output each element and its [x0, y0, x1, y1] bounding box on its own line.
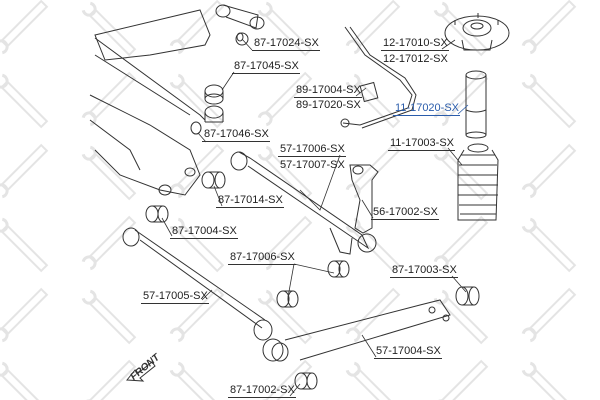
watermark-logo — [0, 143, 49, 199]
watermark-logo — [521, 0, 577, 55]
part-label-57-17005-SX[interactable]: 57-17005-SX — [141, 290, 209, 304]
part-label-87-17024-SX[interactable]: 87-17024-SX — [252, 37, 320, 51]
bushing-87-17002-drawing — [294, 372, 318, 390]
watermark-logo — [0, 287, 49, 343]
bushings-87-17006-drawing — [276, 260, 350, 308]
part-label-11-17003-SX[interactable]: 11-17003-SX — [388, 137, 456, 151]
watermark-logo — [257, 1, 313, 57]
part-label-89-17020-SX[interactable]: 89-17020-SX — [296, 99, 361, 111]
part-label-87-17002-SX[interactable]: 87-17002-SX — [228, 384, 296, 398]
part-label-87-17046-SX[interactable]: 87-17046-SX — [202, 128, 270, 142]
watermark-logo — [81, 359, 137, 400]
upper-link-drawing — [215, 4, 265, 46]
watermark-logo — [0, 217, 49, 273]
watermark-logo — [0, 0, 49, 55]
part-label-57-17006-SX[interactable]: 57-17006-SX — [278, 143, 346, 157]
watermark-logo — [81, 145, 137, 201]
bushing-87-17003-drawing — [455, 286, 480, 306]
watermark-logo — [345, 73, 401, 129]
watermark-logo — [257, 215, 313, 271]
strut-mount-drawing — [444, 13, 510, 51]
part-label-56-17002-SX[interactable]: 56-17002-SX — [371, 206, 439, 220]
stabilizer-bar-drawing — [340, 26, 417, 129]
watermark-logo — [433, 359, 489, 400]
bump-stop-drawing — [465, 70, 487, 139]
part-label-12-17012-SX[interactable]: 12-17012-SX — [383, 53, 448, 65]
watermark-logo — [0, 73, 49, 129]
part-label-87-17006-SX[interactable]: 87-17006-SX — [228, 251, 296, 265]
watermark-logo — [81, 289, 137, 345]
part-label-89-17004-SX[interactable]: 89-17004-SX — [294, 84, 362, 98]
part-label-57-17004-SX[interactable]: 57-17004-SX — [374, 345, 442, 359]
watermark-logo — [169, 0, 225, 55]
part-label-87-17003-SX[interactable]: 87-17003-SX — [390, 264, 458, 278]
part-label-11-17020-SX[interactable]: 11-17020-SX — [393, 102, 461, 116]
arm-57-17006-drawing — [230, 151, 377, 255]
watermark-logo — [169, 143, 225, 199]
watermark-logo — [0, 361, 49, 400]
watermark-logo — [81, 215, 137, 271]
watermark-logo — [169, 287, 225, 343]
bushing-87-17004-drawing — [145, 205, 169, 223]
part-label-87-17045-SX[interactable]: 87-17045-SX — [232, 60, 300, 74]
watermark-logo — [345, 361, 401, 400]
watermark-logo — [521, 143, 577, 199]
watermark-logo — [257, 145, 313, 201]
front-arrow-icon — [126, 361, 156, 382]
watermark-logo — [345, 287, 401, 343]
watermark-logo — [257, 359, 313, 400]
watermark-logo — [81, 71, 137, 127]
subframe-drawing — [89, 9, 211, 196]
watermark-logo — [169, 361, 225, 400]
watermark-logo — [169, 217, 225, 273]
arm-57-17004-drawing — [262, 299, 451, 362]
bushing-87-17045-drawing — [204, 84, 224, 123]
leader-lines — [161, 38, 469, 397]
part-label-57-17007-SX[interactable]: 57-17007-SX — [280, 159, 345, 171]
dust-boot-drawing — [457, 143, 499, 221]
bushing-87-17014-drawing — [201, 171, 226, 189]
link-56-17002-drawing — [349, 164, 379, 234]
bushing-87-17046-drawing — [190, 121, 202, 135]
part-label-87-17004-SX[interactable]: 87-17004-SX — [170, 225, 238, 239]
watermark-logo — [521, 287, 577, 343]
watermark-logo — [257, 289, 313, 345]
part-label-87-17014-SX[interactable]: 87-17014-SX — [216, 194, 284, 208]
arm-57-17005-drawing — [122, 227, 273, 341]
part-label-12-17010-SX[interactable]: 12-17010-SX — [381, 37, 449, 51]
watermark-logo — [169, 73, 225, 129]
watermark-logo — [345, 143, 401, 199]
watermark-logo — [433, 1, 489, 57]
watermark-logo — [257, 71, 313, 127]
